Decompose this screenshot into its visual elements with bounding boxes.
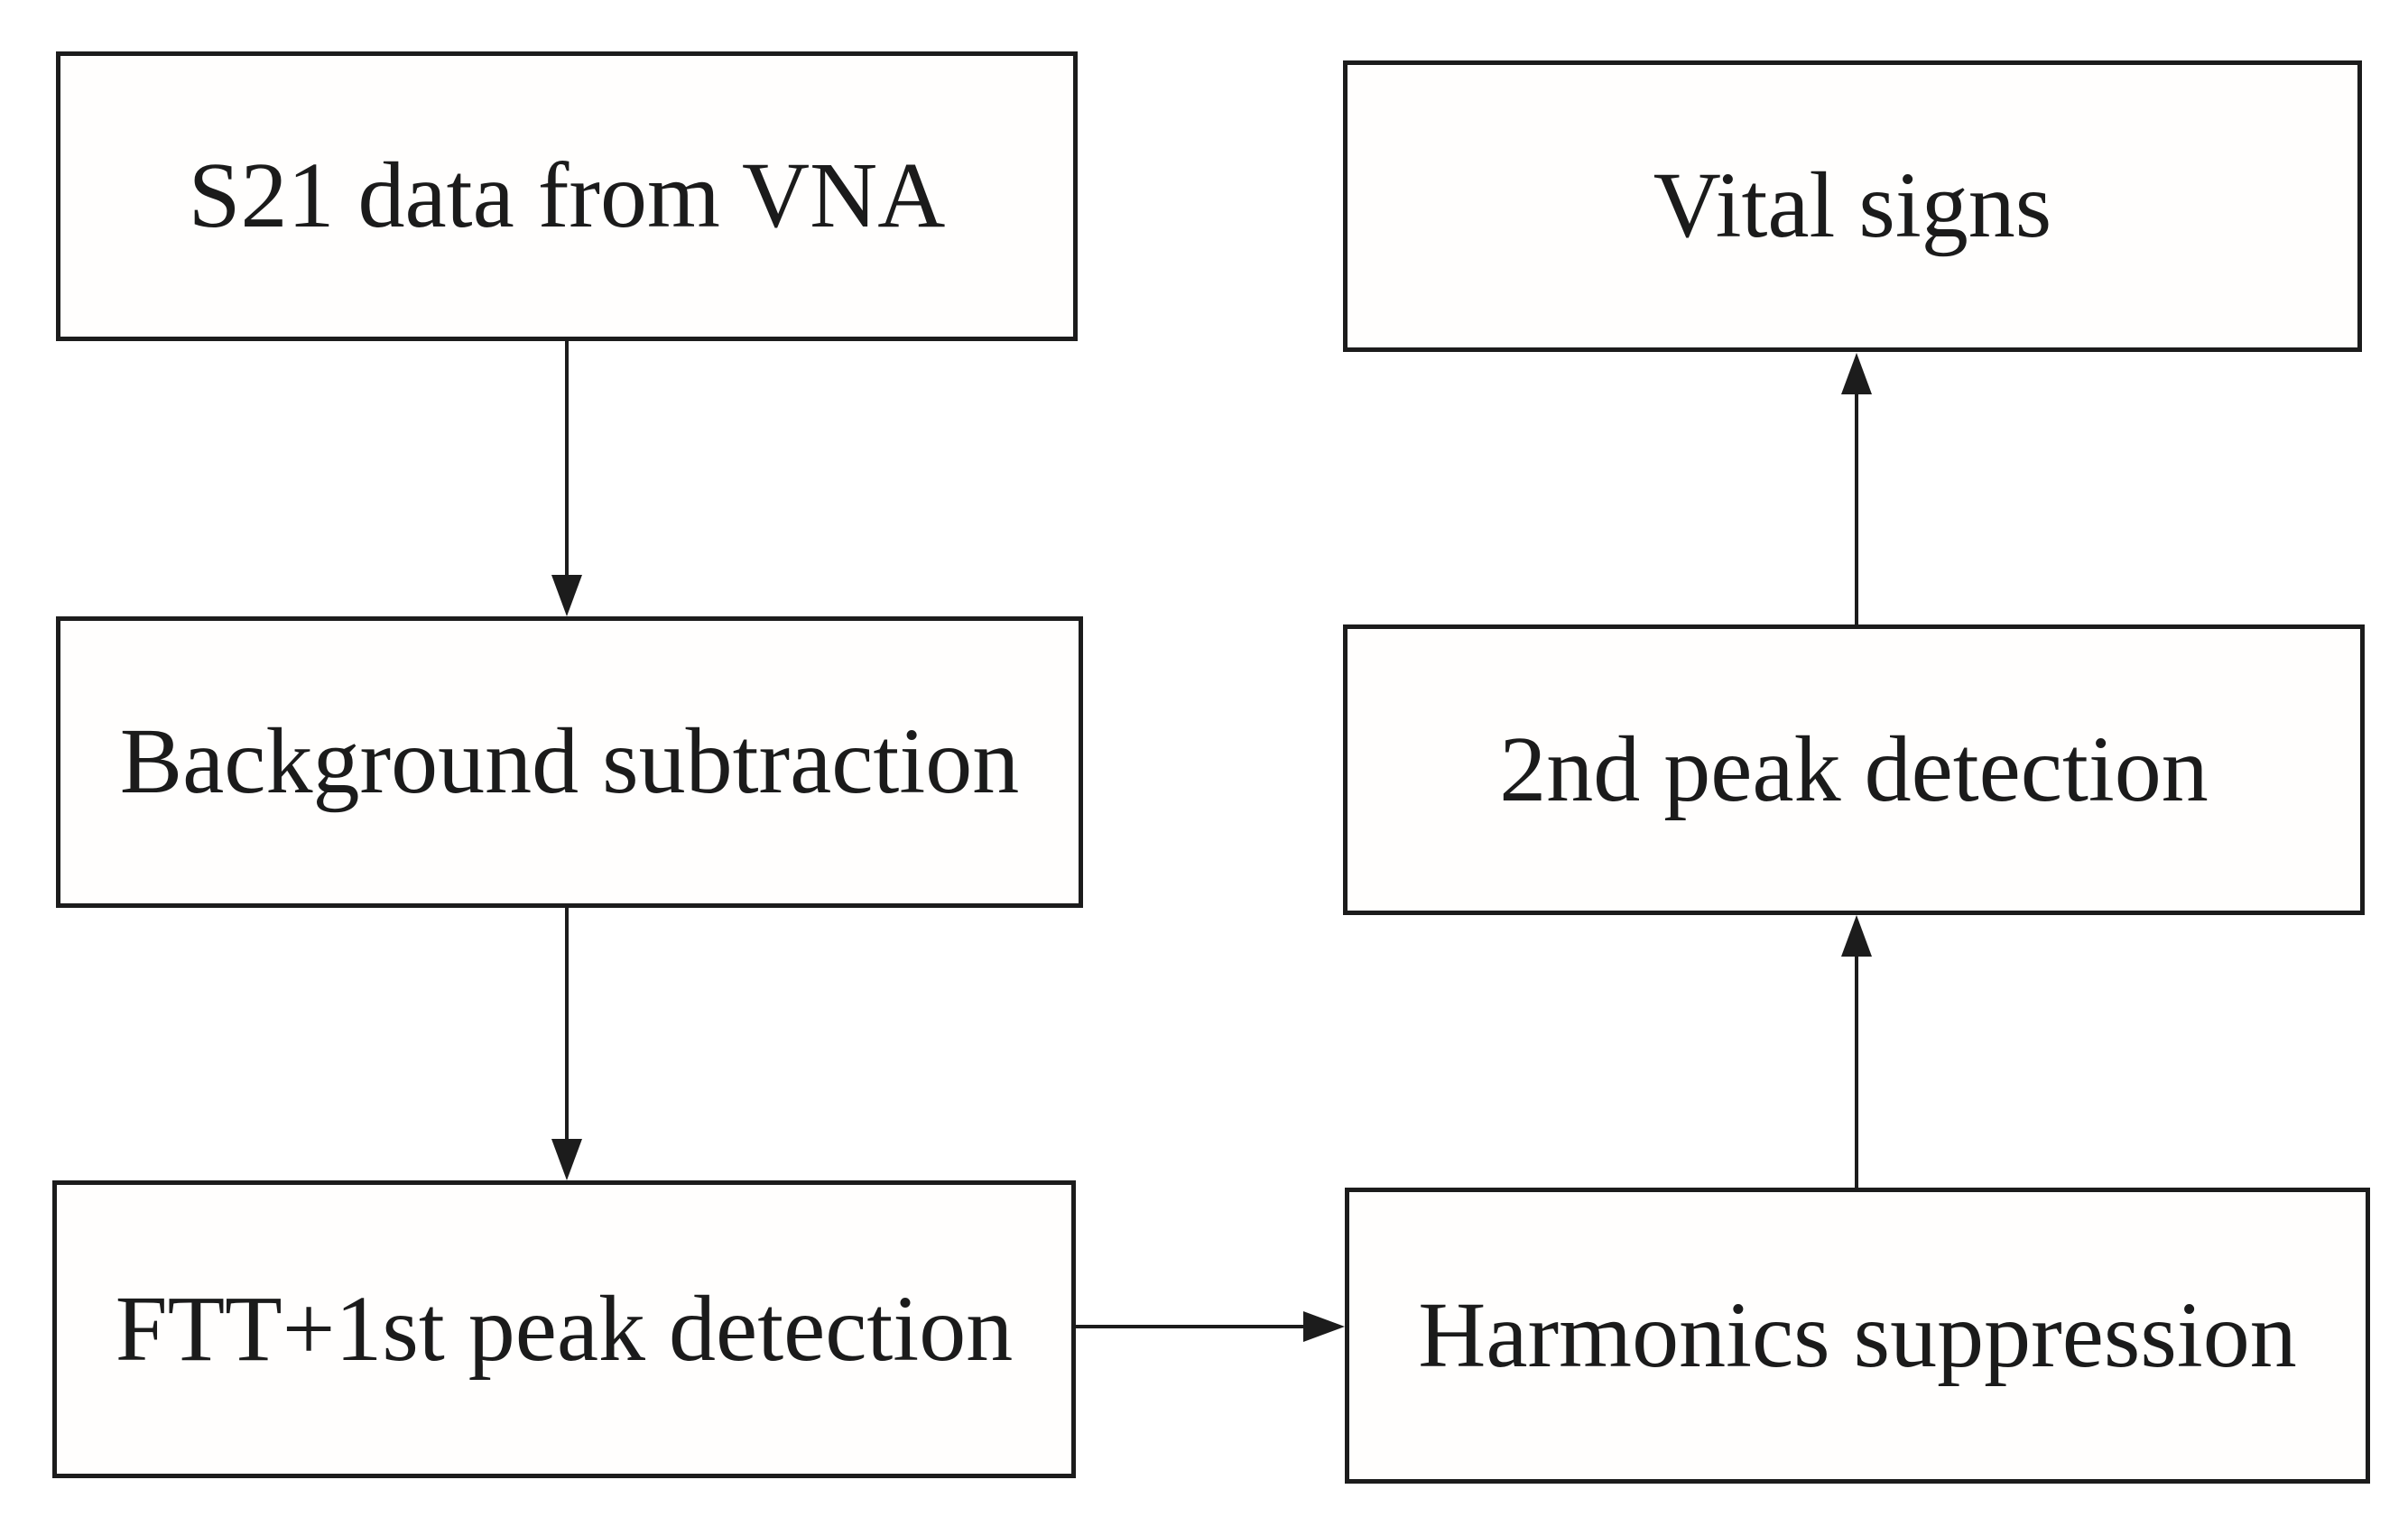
arrow-line (1076, 1325, 1305, 1328)
node-label-background-subtraction: Background subtraction (119, 709, 1020, 814)
arrow-line (1855, 956, 1858, 1188)
node-2nd-peak-detection: 2nd peak detection (1343, 624, 2365, 915)
arrow-right-icon (1303, 1311, 1345, 1342)
node-harmonics-suppression: Harmonics suppression (1345, 1188, 2370, 1484)
node-label-s21-data-from-vna: S21 data from VNA (188, 143, 946, 248)
node-s21-data-from-vna: S21 data from VNA (56, 51, 1078, 341)
node-vital-signs: Vital signs (1343, 60, 2362, 352)
node-background-subtraction: Background subtraction (56, 616, 1083, 908)
arrow-down-icon (551, 1139, 582, 1180)
arrow-line (1855, 393, 1858, 624)
arrow-up-icon (1841, 353, 1872, 394)
arrow-line (565, 908, 569, 1140)
node-label-vital-signs: Vital signs (1653, 153, 2052, 258)
arrow-up-icon (1841, 915, 1872, 957)
arrow-line (565, 341, 569, 576)
node-label-ftt-1st-peak-detection: FTT+1st peak detection (115, 1276, 1014, 1381)
node-label-harmonics-suppression: Harmonics suppression (1418, 1282, 2297, 1387)
node-label-2nd-peak-detection: 2nd peak detection (1499, 717, 2209, 821)
node-ftt-1st-peak-detection: FTT+1st peak detection (52, 1180, 1076, 1478)
arrow-down-icon (551, 575, 582, 616)
